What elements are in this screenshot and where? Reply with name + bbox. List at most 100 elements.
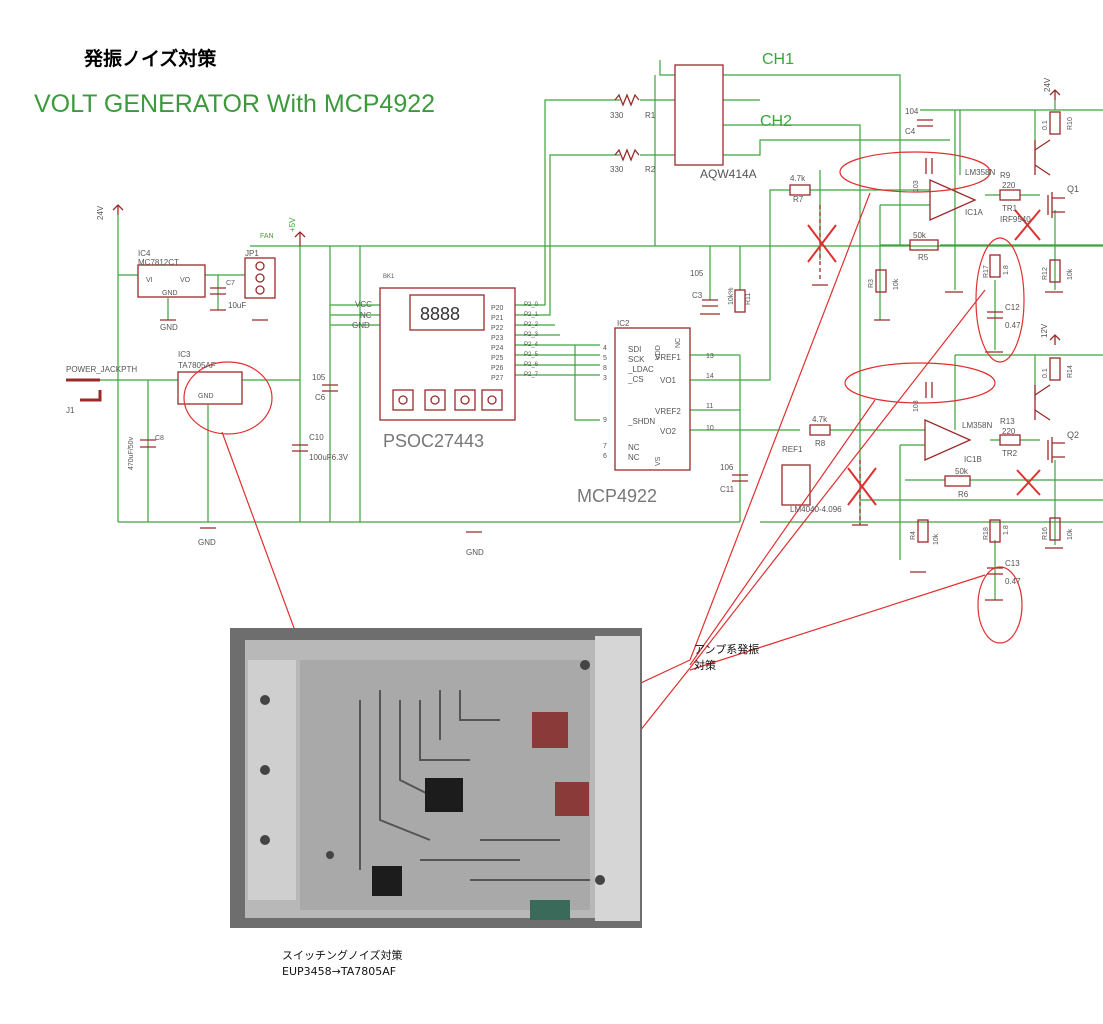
label-r9: R9	[1000, 171, 1011, 180]
label-r330a: 330	[610, 111, 624, 120]
mcp-pin-vs: VS	[655, 456, 662, 466]
label-r11v: 10k%	[728, 287, 735, 305]
label-v12r: 12V	[1040, 323, 1049, 338]
psoc-net: P2_6	[524, 362, 539, 368]
label-r4v: 10k	[933, 533, 940, 545]
label-c103a: 103	[913, 180, 920, 192]
label-c6v: 105	[312, 373, 326, 382]
label-c13: C13	[1005, 559, 1020, 568]
label-v24: 24V	[96, 205, 105, 220]
label-r17: R17	[983, 265, 990, 278]
label-c12: C12	[1005, 303, 1020, 312]
label-r10v: 0.1	[1042, 120, 1049, 130]
label-r12v: 10k	[1067, 268, 1074, 280]
mcp-pin-left: _SHDN	[627, 417, 655, 426]
label-c7v: 10uF	[228, 301, 246, 310]
label-vcc: VCC	[355, 300, 372, 309]
label-ic3: IC3	[178, 350, 191, 359]
parts	[66, 64, 1065, 575]
label-r6v: 50k	[955, 467, 969, 476]
regulator-chip	[372, 866, 402, 896]
mcp-pin-left: NC	[628, 443, 640, 452]
psoc-net: P2_1	[524, 312, 539, 318]
mcp-pin-num-left: 7	[603, 443, 607, 450]
label-gnd2: GND	[466, 548, 484, 557]
label-ic1b: IC1B	[964, 455, 982, 464]
label-q1: Q1	[1067, 184, 1079, 194]
label-c103b: 103	[913, 400, 920, 412]
psoc-port: P27	[491, 375, 504, 382]
label-r1: R1	[645, 111, 656, 120]
ground-symbols	[160, 284, 1063, 601]
mcp-pin-num-right: 14	[706, 373, 714, 380]
seven-segment-display: 8888	[420, 304, 460, 324]
label-r6: R6	[958, 490, 969, 499]
label-q2: Q2	[1067, 430, 1079, 440]
label-gnd_pin: GND	[198, 393, 214, 400]
label-vo: VO	[180, 277, 191, 284]
mcp-pin-vo1: VO1	[660, 376, 677, 385]
psoc-port: P20	[491, 305, 504, 312]
schematic-labels: PSOC27443MCP49228888AQW414ACH1CH2BK1IC4M…	[66, 51, 1079, 586]
label-r8: R8	[815, 439, 826, 448]
label-r17v: 1.8	[1003, 265, 1010, 275]
mcp-pin-left: SCK	[628, 355, 645, 364]
label-jp1: JP1	[245, 249, 259, 258]
mcp-pin-num-left: 4	[603, 345, 607, 352]
page-title-jp: 発振ノイズ対策	[84, 48, 217, 70]
label-c3: C3	[692, 291, 703, 300]
label-r13: R13	[1000, 417, 1015, 426]
mcp-pin-num-left: 9	[603, 417, 607, 424]
label-j1: J1	[66, 406, 75, 415]
psoc-net: P2_5	[524, 352, 539, 358]
label-irf: IRF9540	[1000, 215, 1031, 224]
label-r11: R11	[745, 293, 752, 305]
label-r16v: 10k	[1067, 528, 1074, 540]
label-lm358b: LM358N	[962, 421, 992, 430]
label-r18v: 1.8	[1003, 525, 1010, 535]
label-c10v: 100uF6.3V	[309, 453, 349, 462]
label-ref1: REF1	[782, 445, 803, 454]
amp-note-line1: アンプ系発振	[694, 643, 760, 656]
label-r14v: 0.1	[1042, 368, 1049, 378]
psoc-port: P22	[491, 325, 504, 332]
mcp-pin-vref1: VREF1	[655, 353, 681, 362]
label-r8v: 4.7k	[812, 415, 828, 424]
psoc-label: PSOC27443	[383, 431, 484, 451]
removed-part-marks	[807, 209, 1041, 506]
label-r7v: 4.7k	[790, 174, 806, 183]
mcp-pin-num-left: 5	[603, 355, 607, 362]
ch2-label: CH2	[760, 113, 792, 130]
capacitor-b	[555, 782, 589, 816]
aqw414a-label: AQW414A	[700, 167, 757, 181]
mcp4922-label: MCP4922	[577, 486, 657, 506]
label-gnd_pin: GND	[352, 321, 370, 330]
mcp-pin-left: _LDAC	[627, 365, 654, 374]
mcp-pin-left: NC	[628, 453, 640, 462]
label-r7: R7	[793, 195, 804, 204]
psoc-port: P25	[491, 355, 504, 362]
psoc-net: P2_2	[524, 322, 539, 328]
mcp-pin-nc: NC	[675, 338, 682, 348]
switch-note-line1: スイッチングノイズ対策	[282, 949, 403, 962]
label-r16: R16	[1042, 527, 1049, 540]
label-c13v: 0.47	[1005, 577, 1021, 586]
label-v24r: 24V	[1043, 77, 1052, 92]
psoc-net: P2_4	[524, 342, 539, 348]
label-r18: R18	[983, 527, 990, 540]
label-fan: FAN	[260, 233, 274, 240]
mcp-pin-left: SDI	[628, 345, 641, 354]
label-ic4_part: MC7812CT	[138, 258, 179, 267]
pcb-photo	[230, 628, 642, 928]
amp-note-line2: 対策	[694, 659, 716, 672]
label-c8v: 470uF/50v	[128, 436, 135, 470]
label-bk1: BK1	[383, 274, 395, 280]
label-r5: R5	[918, 253, 929, 262]
label-gnd1: GND	[198, 538, 216, 547]
label-c10: C10	[309, 433, 324, 442]
psoc-net: P2_7	[524, 372, 539, 378]
psoc-net: P2_0	[524, 302, 539, 308]
mcp-pin-vdd: VDD	[655, 345, 662, 360]
label-gnd3: GND	[160, 323, 178, 332]
label-r3v: 10k	[893, 278, 900, 290]
